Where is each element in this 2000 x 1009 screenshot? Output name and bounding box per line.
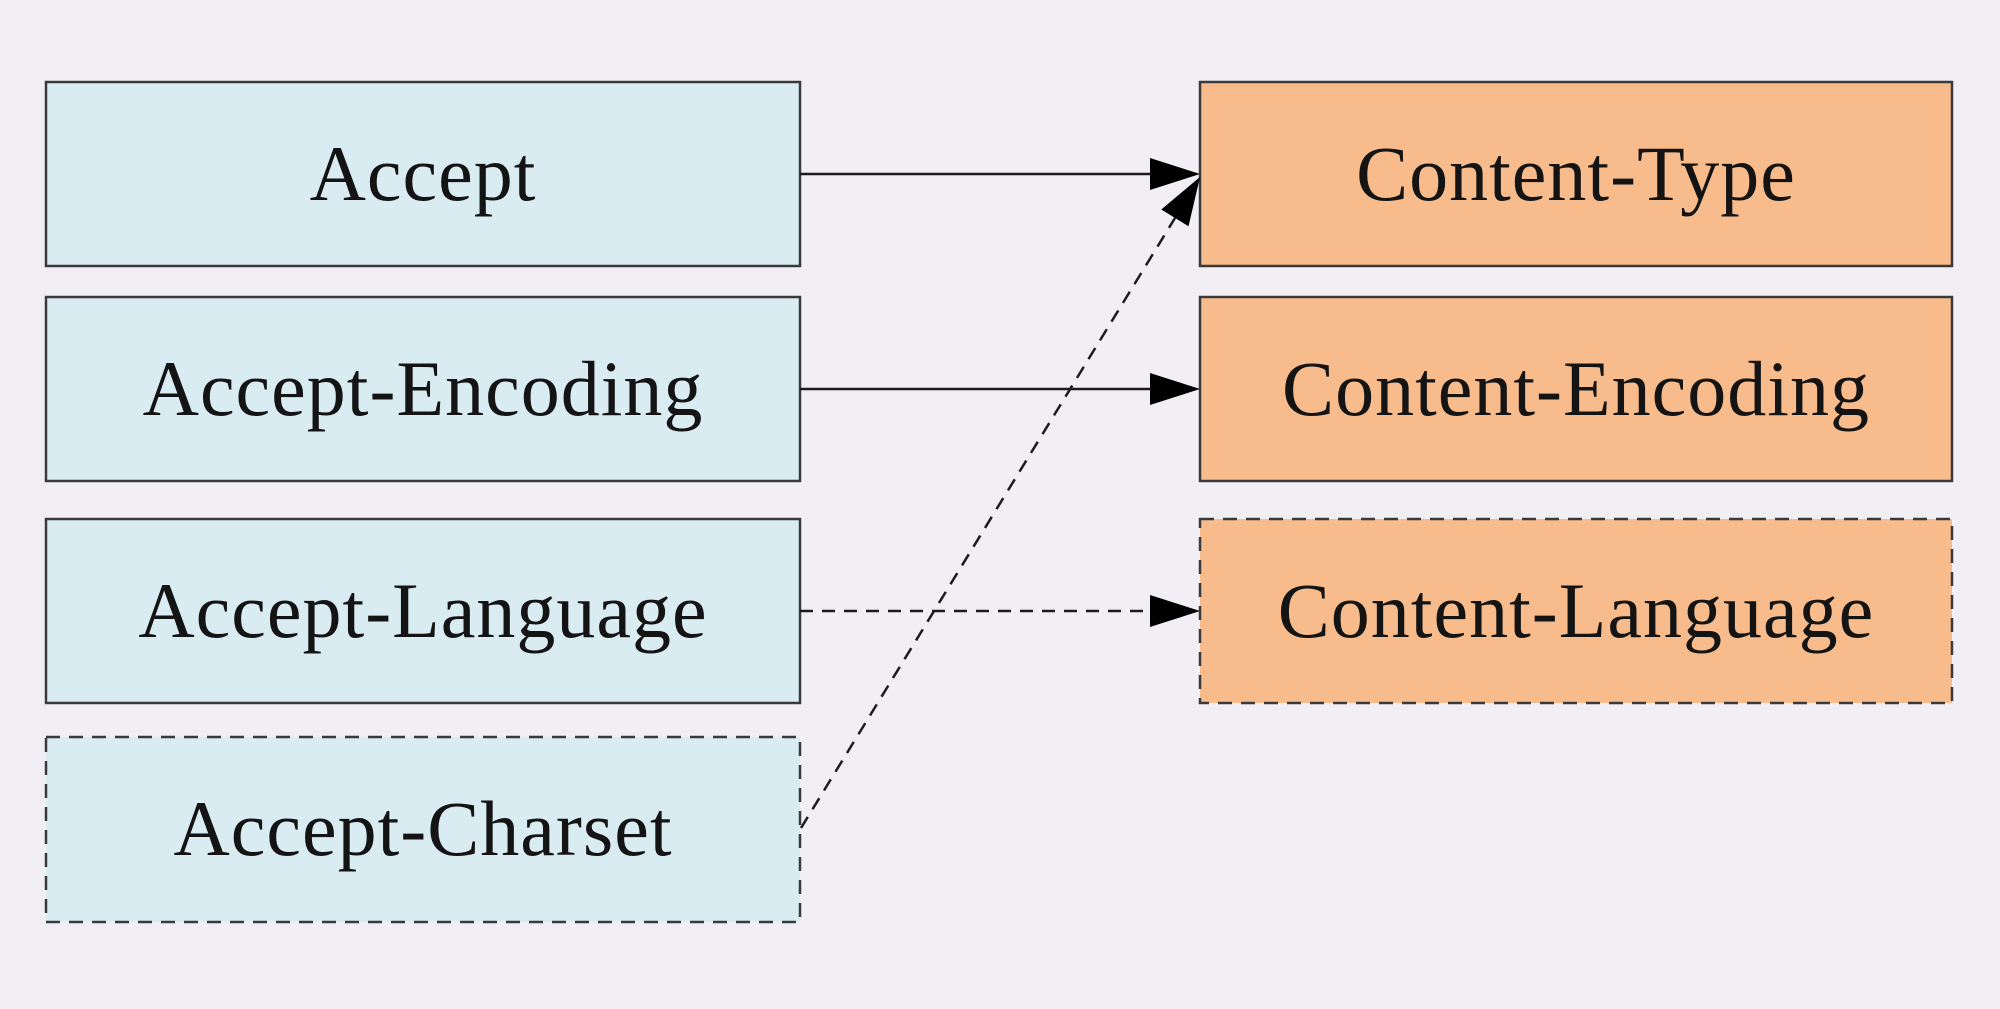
box-content-encoding (1198, 295, 1954, 483)
label-accept-encoding: Accept-Encoding (143, 345, 704, 432)
box-accept-encoding (44, 295, 802, 483)
box-accept-charset (44, 735, 802, 924)
box-content-type (1198, 80, 1954, 268)
box-content-language (1198, 517, 1954, 705)
arrowhead-icon (1161, 177, 1200, 227)
label-accept-language: Accept-Language (138, 567, 707, 654)
arrowhead-icon (1150, 373, 1200, 405)
label-accept-charset: Accept-Charset (173, 785, 672, 872)
box-accept (44, 80, 802, 268)
label-content-type: Content-Type (1356, 130, 1796, 217)
arrowhead-icon (1150, 158, 1200, 190)
label-content-encoding: Content-Encoding (1282, 345, 1870, 432)
label-accept: Accept (310, 130, 537, 217)
arrow-accept-charset-to-content-type (799, 217, 1177, 829)
label-content-language: Content-Language (1278, 567, 1874, 654)
arrowhead-icon (1150, 595, 1200, 627)
box-accept-language (44, 517, 802, 705)
